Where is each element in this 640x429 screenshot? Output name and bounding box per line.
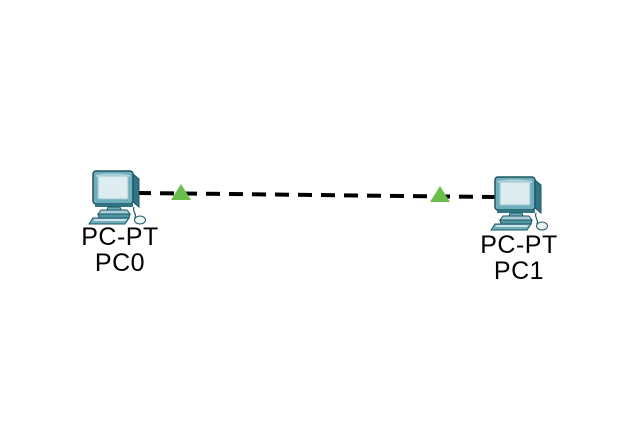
- device-pc0-icon[interactable]: [88, 167, 152, 225]
- device-pc1-model: PC-PT: [480, 231, 558, 259]
- link-status-up-arrow-right: [430, 186, 450, 202]
- device-pc0-label: PC-PT PC0: [30, 224, 210, 276]
- cable-link-pc0-pc1[interactable]: [136, 191, 496, 199]
- device-pc1-icon[interactable]: [490, 173, 554, 231]
- device-pc0-name: PC0: [94, 249, 146, 277]
- device-pc1-label: PC-PT PC1: [429, 232, 609, 284]
- link-status-up-arrow-left: [171, 184, 191, 200]
- device-pc0-model: PC-PT: [81, 223, 159, 251]
- device-pc1-name: PC1: [493, 257, 545, 285]
